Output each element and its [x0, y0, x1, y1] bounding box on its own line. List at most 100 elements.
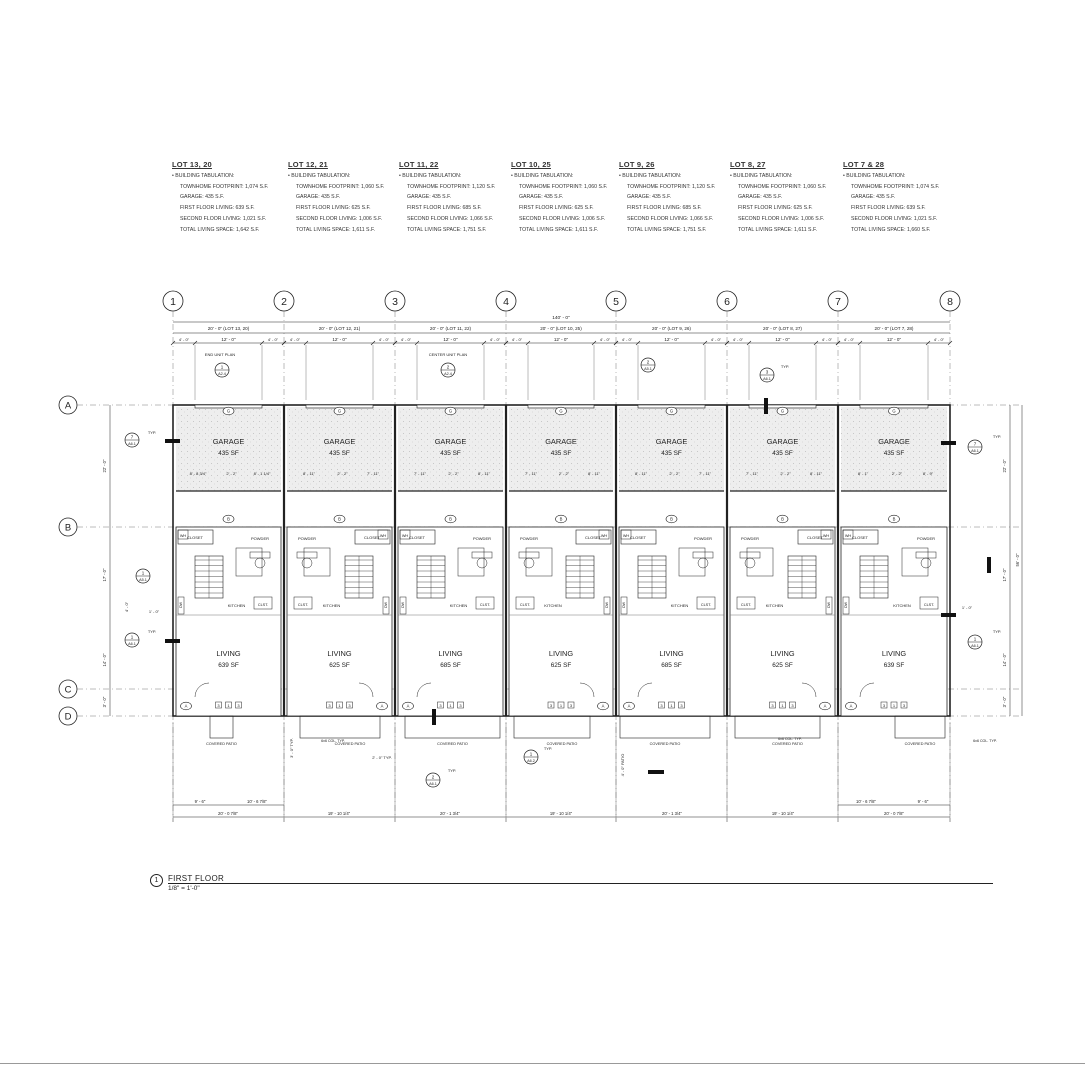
drawing-title: FIRST FLOOR	[168, 874, 225, 883]
tabulation-title: LOT 7 & 28	[843, 160, 885, 169]
section-mark	[165, 439, 180, 443]
unit-width-dim: 20' - 0" (LOT 8, 27)	[763, 326, 802, 331]
side-dim: 14' - 0"	[102, 653, 107, 667]
window-tag-num: 1	[338, 703, 341, 708]
living-area: 639 SF	[218, 662, 239, 669]
tabulation-row: TOTAL LIVING SPACE: 1,611 S.F.	[519, 226, 598, 233]
tabulation-row: SECOND FLOOR LIVING: 1,006 S.F.	[738, 215, 825, 222]
door-swing	[579, 682, 595, 698]
dw-label: DW	[827, 601, 831, 608]
side-dim: 22' - 0"	[102, 459, 107, 473]
side-dim: 3' - 0" TYP.	[289, 738, 294, 758]
grid-column-bubble-5-label: 5	[613, 296, 619, 308]
dw-label: DW	[384, 601, 388, 608]
closet-label: CLOSET	[807, 535, 824, 540]
section-cut-left-sheet: A5.1	[139, 578, 147, 582]
detail-ref-bottom-num: 2	[432, 775, 435, 780]
dim-tick	[414, 340, 420, 346]
detail-ref-right-sheet: A6.1	[971, 449, 979, 453]
dishwasher	[842, 596, 850, 615]
garage-dim: 7' - 11"	[414, 471, 427, 476]
closet	[575, 529, 612, 545]
wh-label: WH	[823, 534, 830, 538]
door-dim: 12' - 0"	[554, 337, 569, 342]
door-dim: 12' - 0"	[664, 337, 679, 342]
window-tag-num: 1	[227, 703, 230, 708]
clst	[736, 596, 756, 610]
dishwasher	[603, 596, 611, 615]
garage-label: GARAGE	[213, 437, 245, 446]
vanity	[915, 551, 937, 559]
window-tag-num: 3	[550, 703, 553, 708]
grid-column-bubble-2-label: 2	[281, 296, 287, 308]
typ-note: TYP.	[993, 629, 1001, 634]
window-tag	[789, 701, 796, 709]
side-dim: 4' - 0"	[401, 337, 412, 342]
clst-label: CLST.	[924, 603, 934, 607]
door-tag-b	[888, 514, 900, 524]
title-number-bubble: 1	[150, 874, 163, 887]
door-tag-g-label: G	[559, 409, 562, 414]
window-tag	[567, 701, 575, 709]
garage-dim: 8' - 8 3/4"	[190, 471, 207, 476]
wh-label: WH	[380, 534, 387, 538]
window-tag	[346, 701, 353, 709]
door-dim: 12' - 0"	[221, 337, 236, 342]
window-tag	[225, 701, 232, 709]
window-tag	[457, 701, 464, 709]
dim-tick	[170, 340, 176, 346]
door-tag-a-label: A	[824, 704, 827, 709]
dw-label: DW	[605, 601, 609, 608]
bottom-dim: 9' - 6"	[918, 799, 929, 804]
clst-label: CLST.	[741, 603, 751, 607]
tabulation-row: TOTAL LIVING SPACE: 1,751 S.F.	[627, 226, 707, 233]
door-swing	[416, 682, 432, 698]
garage-label: GARAGE	[545, 437, 577, 446]
typ-note: TYP.	[544, 746, 552, 751]
unit-interior	[508, 526, 614, 717]
tabulation-lot-2: LOT 12, 21BUILDING TABULATION:TOWNHOME F…	[288, 160, 398, 236]
dim-tick	[835, 340, 841, 346]
garage-dim: 7' - 11"	[699, 471, 712, 476]
dim-tick	[303, 340, 309, 346]
dishwasher	[825, 596, 833, 615]
bottom-dim: 20' - 1 3/4"	[440, 811, 460, 816]
detail-ref-top-sheet: A6.1	[763, 377, 771, 381]
section-ref-end-sheet: A2.4	[218, 372, 226, 376]
side-dim: 4' - 0"	[379, 337, 390, 342]
door-tag-a	[180, 701, 192, 711]
tabulation-title: LOT 9, 26	[619, 160, 655, 169]
bottom-dim: 19' - 10 1/4"	[772, 811, 795, 816]
tabulation-row: FIRST FLOOR LIVING: 639 S.F.	[851, 205, 926, 212]
dim-tick	[259, 340, 265, 346]
tabulation-title: LOT 8, 27	[730, 160, 766, 169]
door-tag-a-label: A	[407, 704, 410, 709]
window-tag-num: 3	[328, 703, 331, 708]
window-tag	[678, 701, 685, 709]
water-heater	[598, 529, 610, 540]
tabulation-row: GARAGE: 435 S.F.	[627, 194, 672, 201]
bottom-dim: 19' - 10 1/4"	[328, 811, 351, 816]
dim-tick	[370, 340, 376, 346]
unit-width-dim: 20' - 0" (LOT 7, 28)	[875, 326, 914, 331]
grid-row-bubble-B-label: B	[65, 522, 71, 533]
typ-note: TYP.	[148, 629, 156, 634]
garage-slab	[619, 407, 724, 491]
window-tag	[900, 701, 908, 709]
water-heater	[399, 529, 411, 540]
side-dim: 4' - 0"	[733, 337, 744, 342]
door-swing	[801, 682, 817, 698]
section-mark	[165, 639, 180, 643]
living-area: 625 SF	[551, 662, 572, 669]
bottom-dim: 9' - 6"	[195, 799, 206, 804]
grid-row-bubble-D-label: D	[65, 711, 72, 722]
covered-patio	[619, 715, 711, 739]
dim-tick	[813, 340, 819, 346]
clst	[696, 596, 716, 610]
powder-label: POWDER	[741, 536, 759, 541]
tabulation-lot-1: LOT 13, 20BUILDING TABULATION:TOWNHOME F…	[172, 160, 282, 236]
dim-tick	[724, 340, 730, 346]
tabulation-heading: BUILDING TABULATION:	[172, 171, 282, 182]
living-area: 625 SF	[329, 662, 350, 669]
